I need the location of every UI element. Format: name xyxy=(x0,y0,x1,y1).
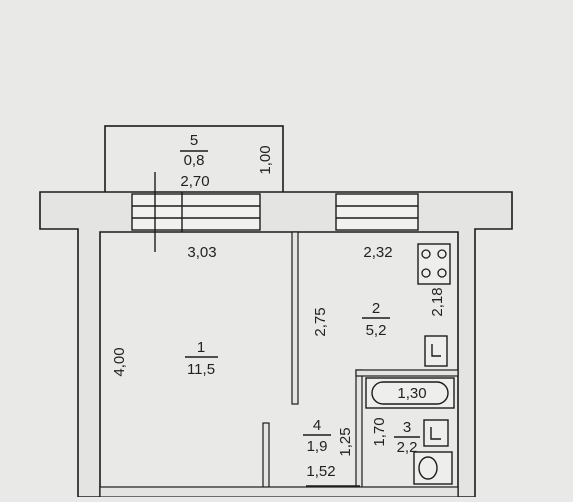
hall-width-dim: 1,52 xyxy=(306,463,335,480)
window-room-1 xyxy=(131,193,261,231)
room-4-number: 4 xyxy=(313,417,321,434)
balcony-depth-dim: 1,00 xyxy=(257,145,274,174)
room-1-number: 1 xyxy=(197,339,205,356)
kitchen-width-dim: 2,32 xyxy=(363,244,392,261)
bath-length-dim: 1,30 xyxy=(397,385,426,402)
room-2-area: 5,2 xyxy=(366,322,387,339)
washbasin-icon xyxy=(423,419,449,447)
room-3-area: 2,2 xyxy=(397,439,418,456)
window-kitchen xyxy=(335,193,419,231)
partition-wall xyxy=(291,231,299,405)
bathroom-wall-left xyxy=(355,369,363,498)
room-2-number: 2 xyxy=(372,300,380,317)
exterior-wall xyxy=(39,191,513,498)
bathroom-depth-dim: 1,70 xyxy=(371,417,388,446)
room-1-area: 11,5 xyxy=(187,361,215,378)
room-5-area: 0,8 xyxy=(184,152,205,169)
room-1-depth-dim: 4,00 xyxy=(111,347,128,376)
kitchen-sink-icon xyxy=(424,335,448,367)
hall-stub-wall xyxy=(262,422,270,498)
bathroom-wall-top xyxy=(355,369,459,377)
toilet-icon xyxy=(413,451,453,485)
room-5-number: 5 xyxy=(190,132,198,149)
room-4-area: 1,9 xyxy=(307,438,328,455)
entrance-wall xyxy=(99,486,459,498)
partition-length-dim: 2,75 xyxy=(312,307,329,336)
balcony-width-dim: 2,70 xyxy=(180,173,209,190)
stove-icon xyxy=(417,243,451,285)
kitchen-depth-dim: 2,18 xyxy=(429,287,446,316)
room-1-width-dim: 3,03 xyxy=(187,244,216,261)
bathtub-icon xyxy=(365,377,455,409)
hall-depth-dim: 1,25 xyxy=(337,427,354,456)
room-3-number: 3 xyxy=(403,419,411,436)
